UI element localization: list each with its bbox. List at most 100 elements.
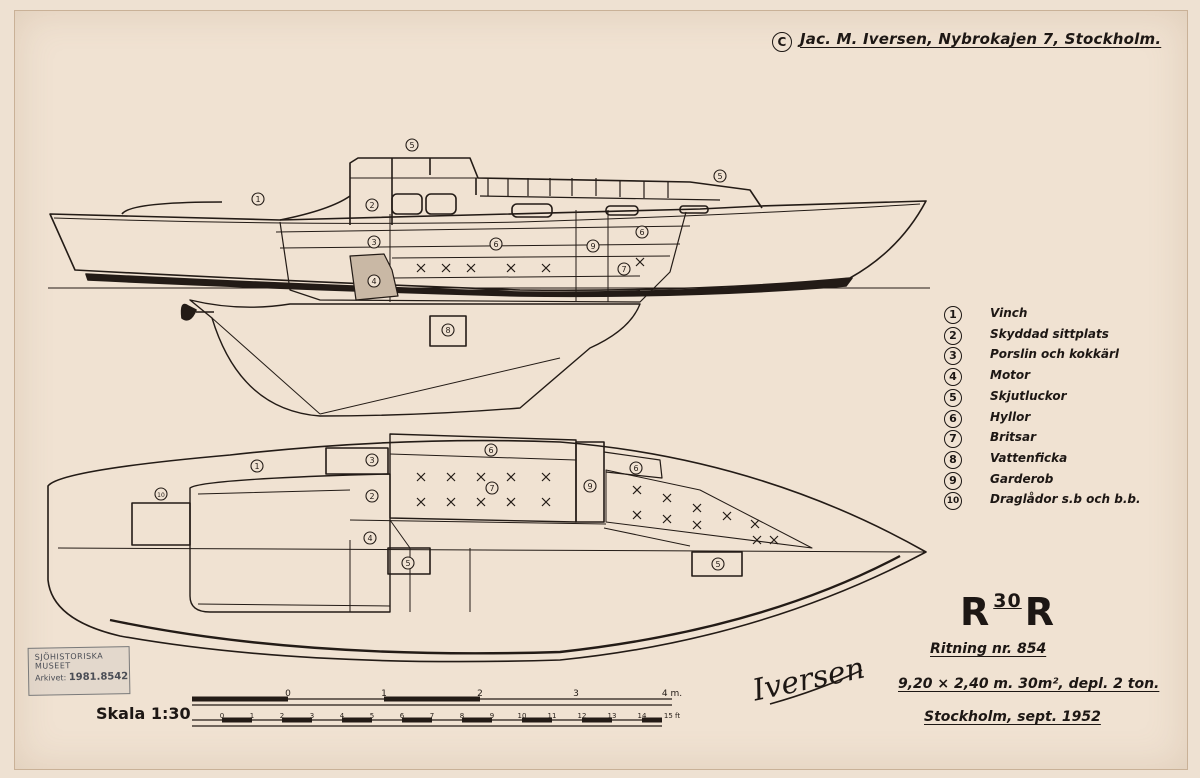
berth-x-mark: [466, 263, 476, 273]
copyright-symbol: C: [772, 32, 792, 52]
legend-label: Draglådor s.b och b.b.: [990, 492, 1141, 507]
place-date: Stockholm, sept. 1952: [924, 709, 1101, 725]
callout-number: 4: [371, 277, 376, 286]
callout-number: 9: [587, 482, 592, 491]
berth-x-mark: [541, 497, 551, 507]
berth-x-mark: [662, 493, 672, 503]
berth-x-mark: [416, 263, 426, 273]
callout-number: 9: [590, 242, 595, 251]
callout-marker-9: 9: [583, 479, 597, 493]
berth-x-mark: [541, 472, 551, 482]
scale-tick-label: 11: [548, 712, 557, 720]
callout-marker-7: 7: [617, 262, 631, 276]
callout-marker-6: 6: [635, 225, 649, 239]
callout-number: 5: [409, 141, 414, 150]
scale-tick-label: 0: [285, 689, 291, 699]
scale-tick-label: 4 m.: [662, 689, 682, 699]
scale-label: Skala 1:30: [96, 704, 191, 723]
legend-label: Britsar: [990, 430, 1037, 445]
scale-tick-label: 4: [340, 712, 345, 720]
berth-x-mark: [722, 511, 732, 521]
legend-number: 8: [944, 450, 962, 469]
callout-number: 1: [255, 195, 260, 204]
legend-number: 7: [944, 430, 962, 449]
legend-label: Porslin och kokkärl: [990, 347, 1120, 362]
callout-marker-5: 5: [711, 557, 725, 571]
legend-label: Vinch: [990, 306, 1028, 320]
scale-tick-label: 1: [250, 712, 254, 720]
title-class-number: 30: [993, 590, 1022, 612]
legend-label: Garderob: [990, 471, 1054, 486]
side-view-markers: 1 2 3 4 5 5 6 6 7 8 9: [251, 138, 727, 337]
callout-marker-9: 9: [586, 239, 600, 253]
scale-tick-label: 3: [310, 712, 314, 720]
callout-marker-2: 2: [365, 198, 379, 212]
berth-x-mark: [692, 520, 702, 530]
legend-label: Skjutluckor: [990, 388, 1067, 403]
callout-number: 6: [493, 240, 498, 249]
berth-x-mark: [476, 472, 486, 482]
title-right: R: [1024, 590, 1055, 634]
title-left: R: [960, 590, 991, 634]
berth-x-mark: [632, 485, 642, 495]
callout-marker-3: 3: [367, 235, 381, 249]
callout-marker-5: 5: [401, 556, 415, 570]
legend-number: 2: [944, 326, 962, 345]
plan-view-markers: 1 2 3 4 5 5 6 6 7 9 10: [154, 443, 725, 571]
scale-tick-label: 2: [477, 689, 483, 699]
callout-marker-4: 4: [363, 531, 377, 545]
legend-label: Motor: [990, 368, 1031, 383]
berth-x-mark: [635, 257, 645, 267]
berth-x-mark: [506, 263, 516, 273]
callout-number: 7: [621, 265, 626, 274]
callout-number: 5: [715, 560, 720, 569]
callout-number: 6: [639, 228, 644, 237]
callout-marker-8: 8: [441, 323, 455, 337]
berth-x-mark: [506, 472, 516, 482]
berth-x-mark: [416, 472, 426, 482]
berth-x-mark: [752, 535, 762, 545]
stamp-label: Arkivet:: [35, 673, 67, 683]
legend-number: 1: [944, 306, 962, 324]
callout-marker-2: 2: [365, 489, 379, 503]
berth-x-mark: [416, 497, 426, 507]
callout-marker-6: 6: [484, 443, 498, 457]
berth-x-mark: [541, 263, 551, 273]
legend-number: 10: [944, 492, 962, 511]
callout-marker-5: 5: [713, 169, 727, 183]
callout-number: 3: [371, 238, 376, 247]
metre-scale-labels: 0 1 2 3 4 m.: [285, 689, 682, 699]
callout-marker-1: 1: [251, 192, 265, 206]
callout-number: 6: [488, 446, 493, 455]
scale-tick-label: 1: [381, 689, 387, 699]
legend-label: Hyllor: [990, 409, 1031, 424]
berth-x-mark: [692, 503, 702, 513]
scale-tick-label: 12: [578, 712, 587, 720]
callout-marker-4: 4: [367, 274, 381, 288]
scale-tick-label: 5: [370, 712, 374, 720]
callout-marker-1: 1: [250, 459, 264, 473]
callout-marker-10: 10: [154, 487, 168, 501]
legend-number: 3: [944, 347, 962, 366]
callout-number: 6: [633, 464, 638, 473]
callout-marker-6: 6: [629, 461, 643, 475]
callout-marker-5: 5: [405, 138, 419, 152]
scale-tick-label: 13: [608, 712, 617, 720]
callout-marker-7: 7: [485, 481, 499, 495]
dimensions-text: 9,20 × 2,40 m. 30m², depl. 2 ton.: [898, 676, 1160, 692]
callout-number: 3: [369, 456, 374, 465]
drawing-number: Ritning nr. 854: [930, 641, 1047, 657]
legend-number: 4: [944, 368, 962, 387]
berth-x-mark: [662, 514, 672, 524]
stamp-number: 1981.8542: [68, 671, 129, 684]
callout-marker-3: 3: [365, 453, 379, 467]
callout-number: 5: [717, 172, 722, 181]
berth-cross-marks: [416, 257, 779, 545]
scale-tick-label: 15 ft: [664, 712, 680, 720]
scale-tick-label: 3: [573, 689, 579, 699]
legend-number: 5: [944, 388, 962, 407]
callout-number: 2: [369, 201, 374, 210]
callout-number: 8: [445, 326, 450, 335]
berth-x-mark: [750, 519, 760, 529]
